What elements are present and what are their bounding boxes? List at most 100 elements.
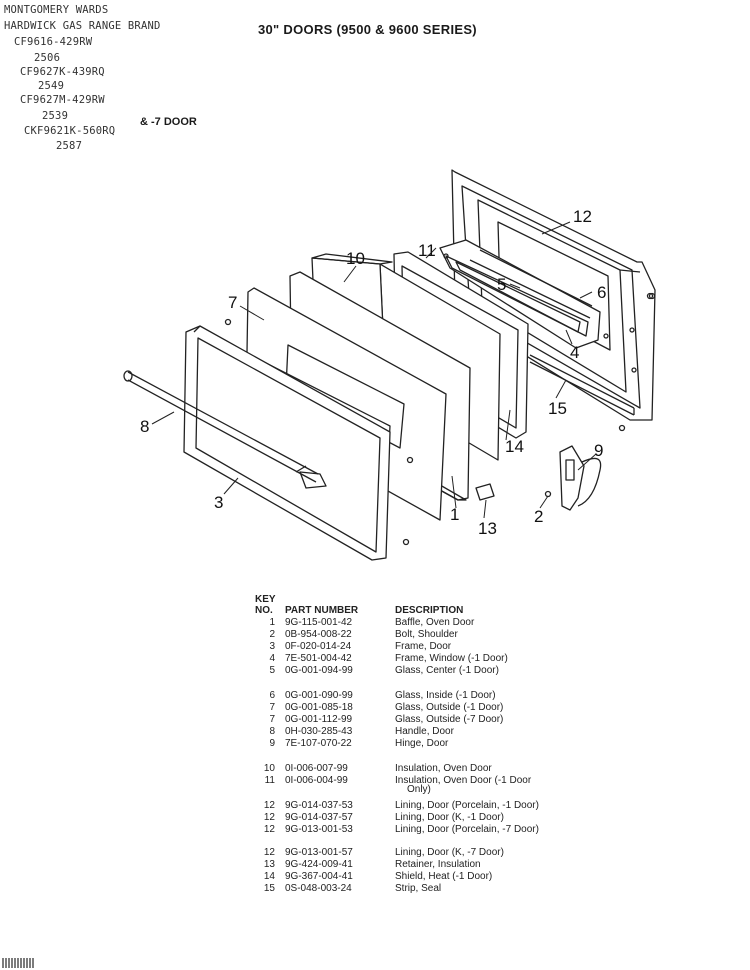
callout-14: 14 [505, 437, 524, 456]
handwritten-model-3: CF9627M-429RW [20, 94, 105, 106]
description-cell: Handle, Door [395, 726, 454, 737]
part-number-cell: 9G-013-001-57 [285, 847, 353, 858]
handwritten-num-2: 2549 [38, 80, 65, 92]
description-cell: Lining, Door (Porcelain, -7 Door) [395, 824, 539, 835]
description-cell: Glass, Center (-1 Door) [395, 665, 499, 676]
description-cell: Hinge, Door [395, 738, 449, 749]
callout-13: 13 [478, 519, 497, 538]
key-header: KEY [255, 594, 276, 605]
callout-9: 9 [594, 441, 603, 460]
handwritten-model-2: CF9627K-439RQ [20, 66, 105, 78]
seal-strip-part [529, 354, 635, 416]
table-row: 4 7E-501-004-42 Frame, Window (-1 Door) [255, 653, 575, 665]
door-handle-part [123, 370, 327, 489]
part-number-cell: 9G-013-001-53 [285, 824, 353, 835]
callout-11: 11 [418, 241, 436, 260]
part-number-cell: 0F-020-014-24 [285, 641, 352, 652]
part-number-header: PART NUMBER [285, 605, 359, 616]
key-cell: 10 [263, 763, 275, 774]
key-cell: 8 [269, 726, 275, 737]
part-number-cell: 7E-107-070-22 [285, 738, 352, 749]
handwritten-model-4: CKF9621K-560RQ [24, 125, 116, 137]
callout-4: 4 [570, 343, 579, 362]
part-number-cell: 0I-006-004-99 [285, 775, 348, 786]
table-row: 12 9G-013-001-53 Lining, Door (Porcelain, … [255, 824, 575, 836]
description-cell: Glass, Outside (-1 Door) [395, 702, 504, 713]
table-row: 1 9G-115-001-42 Baffle, Oven Door [255, 617, 575, 629]
key-cell: 11 [264, 775, 275, 786]
key-cell: 4 [269, 653, 275, 664]
description-cell: Glass, Outside (-7 Door) [395, 714, 504, 725]
description-cell: Retainer, Insulation [395, 859, 481, 870]
description-cell: Baffle, Oven Door [395, 617, 475, 628]
description-cell: Bolt, Shoulder [395, 629, 458, 640]
door-hinge-part [559, 445, 602, 511]
callout-8: 8 [140, 417, 149, 436]
door-variant-label: & -7 DOOR [140, 116, 197, 128]
key-cell: 2 [269, 629, 275, 640]
table-row: 2 0B-954-008-22 Bolt, Shoulder [255, 629, 575, 641]
row-11-continuation: Only) [407, 784, 431, 795]
description-cell: Insulation, Oven Door (-1 Door [395, 775, 532, 786]
key-cell: 9 [269, 738, 275, 749]
table-row: 9 7E-107-070-22 Hinge, Door [255, 738, 575, 750]
description-cell: Frame, Door [395, 641, 452, 652]
table-row: 11 0I-006-004-99 Insulation, Oven Door (-1… [255, 775, 575, 787]
table-row: 8 0H-030-285-43 Handle, Door [255, 726, 575, 738]
part-number-cell: 0G-001-112-99 [285, 714, 353, 725]
key-cell: 14 [263, 871, 275, 882]
description-cell: Lining, Door (K, -7 Door) [395, 847, 504, 858]
handwritten-line-1: MONTGOMERY WARDS [4, 4, 109, 16]
part-number-cell: 7E-501-004-42 [285, 653, 352, 664]
door-frame-part [183, 325, 391, 561]
callout-10: 10 [346, 249, 365, 268]
key-cell: 1 [269, 617, 275, 628]
key-cell: 15 [263, 883, 275, 894]
exploded-door-diagram: 12 11 10 7 5 6 4 15 14 8 9 3 1 13 2 [123, 169, 656, 561]
description-cell: Glass, Inside (-1 Door) [395, 690, 496, 701]
part-number-cell: 9G-115-001-42 [285, 617, 353, 628]
key-cell: 12 [263, 824, 275, 835]
callout-1: 1 [450, 505, 459, 524]
inner-glass-assembly-part [439, 239, 609, 349]
part-number-cell: 0B-954-008-22 [285, 629, 352, 640]
description-header: DESCRIPTION [395, 605, 464, 616]
handwritten-line-2: HARDWICK GAS RANGE BRAND [4, 20, 161, 32]
part-number-cell: 0H-030-285-43 [285, 726, 353, 737]
key-cell: 6 [269, 690, 275, 701]
key-cell: 12 [263, 812, 275, 823]
retainer-part [475, 483, 495, 501]
description-cell: Frame, Window (-1 Door) [395, 653, 508, 664]
handwritten-model-1: CF9616-429RW [14, 36, 93, 48]
callout-2: 2 [534, 507, 543, 526]
callout-5: 5 [497, 275, 506, 294]
no-header: NO. [255, 605, 273, 616]
key-cell: 12 [263, 847, 275, 858]
callout-6: 6 [597, 283, 606, 302]
page-title: 30" DOORS (9500 & 9600 SERIES) [258, 22, 477, 37]
description-cell: Insulation, Oven Door [395, 763, 492, 774]
handwritten-num-3: 2539 [42, 110, 69, 122]
corner-mark [2, 958, 34, 968]
handwritten-num-4: 2587 [56, 140, 83, 152]
callout-3: 3 [214, 493, 223, 512]
part-number-cell: 9G-367-004-41 [285, 871, 353, 882]
table-row: 12 9G-013-001-57 Lining, Door (K, -7 Door) [255, 847, 575, 859]
part-number-cell: 9G-014-037-53 [285, 800, 353, 811]
part-number-cell: 0S-048-003-24 [285, 883, 352, 894]
part-number-cell: 9G-424-009-41 [285, 859, 353, 870]
part-number-cell: 9G-014-037-57 [285, 812, 353, 823]
key-cell: 5 [269, 665, 275, 676]
key-cell: 12 [263, 800, 275, 811]
